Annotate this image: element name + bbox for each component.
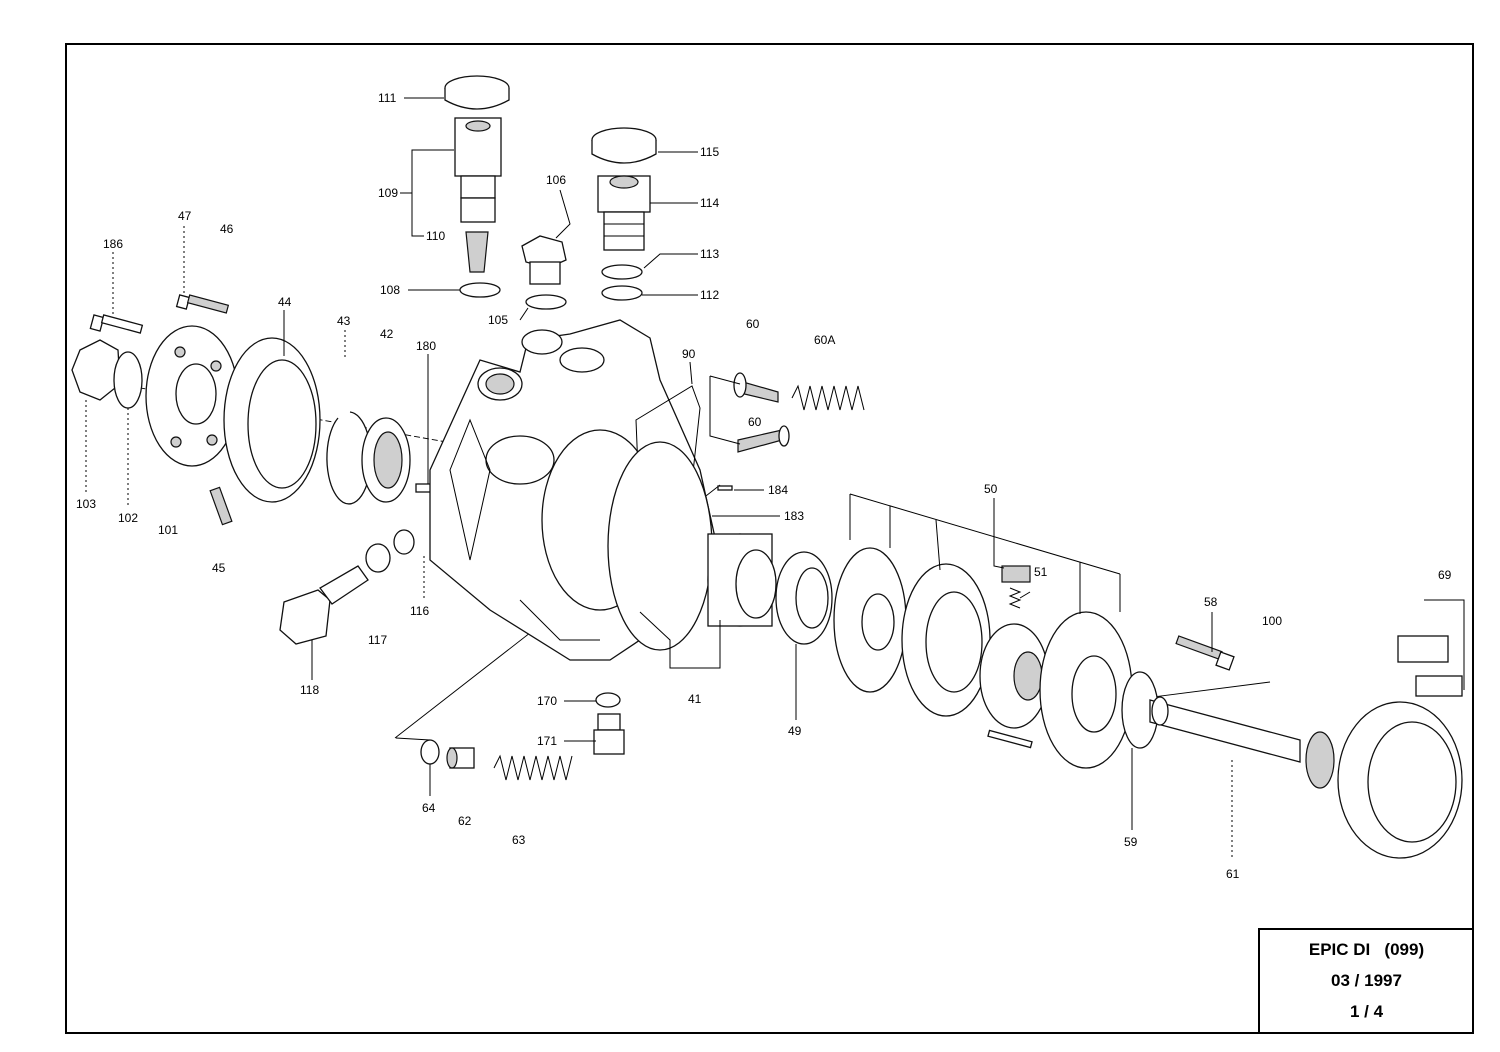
part-50-vane (1001, 565, 1031, 583)
callout-105: 105 (488, 313, 508, 327)
date-label: 03 / 1997 (1331, 970, 1402, 990)
callout-115: 115 (700, 145, 719, 159)
part-100-drive-hub (1305, 701, 1463, 859)
part-114-valve (597, 175, 651, 251)
part-41-bearing (707, 533, 777, 627)
part-117-ring (365, 543, 391, 573)
part-183-oring (607, 441, 713, 651)
callout-111: 111 (378, 91, 397, 105)
leader-lines (85, 97, 1465, 860)
callout-58: 58 (1204, 595, 1218, 609)
callout-106: 106 (546, 173, 566, 187)
callout-110: 110 (426, 229, 445, 243)
part-43-circlip (326, 411, 372, 505)
part-60-valve-bottom (737, 429, 783, 453)
pressure-plate (833, 547, 907, 693)
callout-108: 108 (380, 283, 400, 297)
part-103-nut (71, 339, 121, 401)
part-112-oring (601, 285, 643, 301)
callout-69: 69 (1438, 568, 1452, 582)
callout-102: 102 (118, 511, 138, 525)
part-116-ring (393, 529, 415, 555)
callout-101: 101 (158, 523, 178, 537)
callout-100: 100 (1262, 614, 1282, 628)
callout-109: 109 (378, 186, 398, 200)
callout-60-bottom: 60 (748, 415, 762, 429)
part-170-washer (595, 692, 621, 708)
part-60A-spring (791, 384, 865, 411)
part-51-spring (1008, 587, 1022, 609)
callout-184: 184 (768, 483, 788, 497)
callout-170: 170 (537, 694, 557, 708)
callout-50: 50 (984, 482, 998, 496)
callout-117: 117 (368, 633, 387, 647)
part-115-cap (591, 127, 657, 164)
callout-103: 103 (76, 497, 96, 511)
callout-113: 113 (700, 247, 719, 261)
callout-171: 171 (537, 734, 557, 748)
part-44-ring (223, 337, 321, 503)
callout-43: 43 (337, 314, 351, 328)
part-64-ring (420, 739, 440, 765)
callout-41: 41 (688, 692, 702, 706)
part-58-screw (1175, 635, 1235, 671)
part-184-pin (717, 485, 733, 491)
part-111-cap (444, 75, 510, 110)
sheet-number: 1 / 4 (1349, 1001, 1384, 1021)
rotor (979, 623, 1049, 729)
callout-90: 90 (682, 347, 696, 361)
cam-ring (901, 563, 991, 717)
part-106-plug (521, 235, 567, 285)
callout-labels: 111 109 110 108 106 105 115 114 113 112 … (76, 91, 1452, 881)
part-61-shaft (1149, 696, 1301, 763)
callout-180: 180 (416, 339, 436, 353)
callout-42: 42 (380, 327, 394, 341)
part-60-valve-top-end (733, 372, 747, 398)
part-110-filter (465, 231, 489, 273)
part-42-seal (361, 417, 411, 503)
callout-183: 183 (784, 509, 804, 523)
callout-116: 116 (410, 604, 429, 618)
part-62-valve (446, 747, 475, 769)
model-label: EPIC DI (099) (1308, 939, 1425, 959)
rotor-pin (987, 729, 1033, 749)
callout-44: 44 (278, 295, 292, 309)
callout-60A: 60A (814, 333, 835, 347)
title-block: EPIC DI (099) 03 / 1997 1 / 4 (1258, 928, 1473, 1033)
part-102-washer (113, 351, 143, 409)
part-105-oring (525, 294, 567, 310)
part-109-fitting (454, 117, 502, 223)
callout-46: 46 (220, 222, 234, 236)
drawing-frame (65, 43, 1474, 1034)
callout-64: 64 (422, 801, 436, 815)
callout-186: 186 (103, 237, 123, 251)
callout-59: 59 (1124, 835, 1138, 849)
callout-45: 45 (212, 561, 226, 575)
callout-114: 114 (700, 196, 719, 210)
part-69-keys (1397, 635, 1463, 697)
part-186-pin (89, 314, 144, 334)
part-113-oring (601, 264, 643, 280)
callout-60-top: 60 (746, 317, 760, 331)
part-60-valve-bottom-end (778, 425, 790, 447)
callout-51: 51 (1034, 565, 1048, 579)
callout-47: 47 (178, 209, 192, 223)
callout-49: 49 (788, 724, 802, 738)
callout-61: 61 (1226, 867, 1240, 881)
part-49-ring (775, 551, 833, 645)
part-118-plug (279, 565, 369, 645)
end-plate (1039, 611, 1133, 769)
callout-118: 118 (300, 683, 319, 697)
part-101-flange (145, 325, 239, 467)
part-45-screw (209, 486, 233, 526)
part-108-oring (459, 282, 501, 298)
part-171-plug (593, 713, 625, 755)
callout-112: 112 (700, 288, 719, 302)
callout-62: 62 (458, 814, 472, 828)
callout-63: 63 (512, 833, 526, 847)
part-47-screw (175, 294, 230, 314)
part-63-spring (493, 754, 573, 781)
